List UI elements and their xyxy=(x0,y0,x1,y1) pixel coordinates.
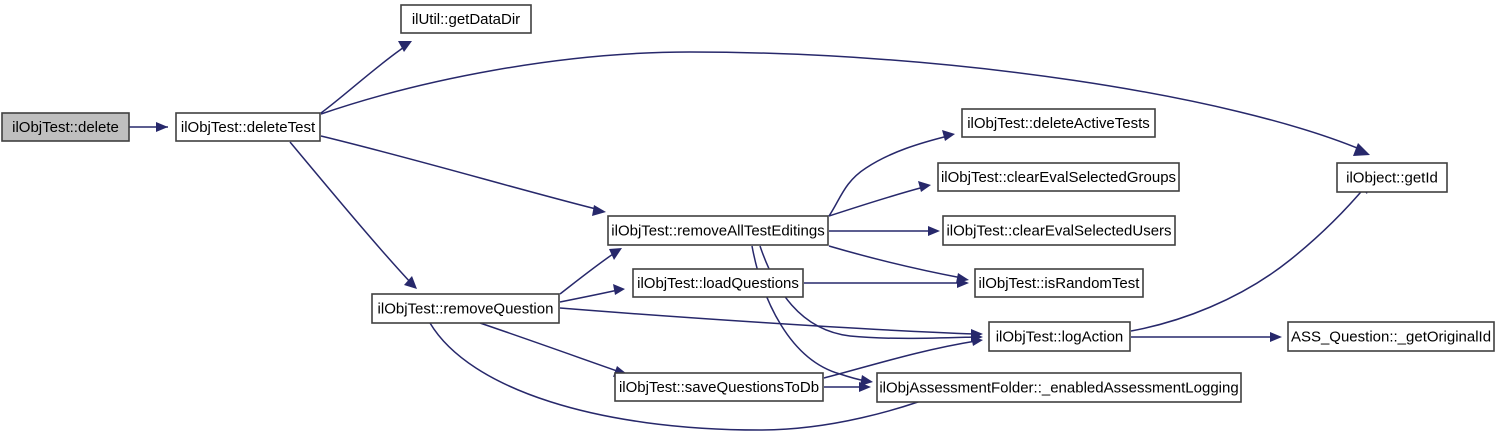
graph-node-clearEvalSelectedUsers[interactable]: ilObjTest::clearEvalSelectedUsers xyxy=(942,215,1176,246)
node-box-clearEvalSelectedGroups[interactable] xyxy=(937,162,1180,192)
node-box-getOriginalId[interactable] xyxy=(1287,321,1495,352)
edge-deleteTest-to-getDataDir xyxy=(320,43,409,114)
edge-removeQuestion-to-removeAllTestEditings xyxy=(559,251,617,295)
node-box-clearEvalSelectedUsers[interactable] xyxy=(942,215,1176,246)
node-box-isRandomTest[interactable] xyxy=(974,268,1144,298)
node-label-deleteTest: ilObjTest::deleteTest xyxy=(181,119,316,136)
arrowhead-icon xyxy=(609,248,622,260)
edge-removeAllTestEditings-to-clearEvalSelectedGroups xyxy=(828,186,925,217)
arrowhead-icon xyxy=(156,122,168,132)
node-label-deleteActiveTests: ilObjTest::deleteActiveTests xyxy=(967,115,1150,132)
arrowhead-icon xyxy=(592,205,606,216)
node-label-logAction: ilObjTest::logAction xyxy=(996,328,1124,345)
node-box-getId[interactable] xyxy=(1336,162,1448,193)
arrowhead-icon xyxy=(928,226,940,236)
graph-node-getId[interactable]: ilObject::getId xyxy=(1336,162,1448,193)
arrowhead-icon xyxy=(398,41,412,52)
arrowhead-icon xyxy=(860,375,873,386)
node-label-isRandomTest: ilObjTest::isRandomTest xyxy=(979,275,1141,292)
graph-node-isRandomTest[interactable]: ilObjTest::isRandomTest xyxy=(974,268,1144,298)
node-box-logAction[interactable] xyxy=(988,321,1131,352)
node-box-deleteTest[interactable] xyxy=(175,112,321,142)
arrowhead-icon xyxy=(971,336,983,346)
arrowhead-icon xyxy=(613,284,625,295)
node-box-removeQuestion[interactable] xyxy=(371,293,560,324)
node-box-removeAllTestEditings[interactable] xyxy=(607,215,829,246)
node-label-loadQuestions: ilObjTest::loadQuestions xyxy=(637,275,799,292)
node-label-clearEvalSelectedGroups: ilObjTest::clearEvalSelectedGroups xyxy=(941,169,1176,186)
edge-saveQuestionsToDb-to-logAction xyxy=(823,340,977,379)
arrowhead-icon xyxy=(918,181,931,192)
edge-removeQuestion-to-logAction xyxy=(559,307,977,335)
node-label-getDataDir: ilUtil::getDataDir xyxy=(412,11,520,28)
edge-removeAllTestEditings-to-isRandomTest xyxy=(828,245,963,279)
graph-node-deleteTest[interactable]: ilObjTest::deleteTest xyxy=(175,112,321,142)
node-box-deleteActiveTests[interactable] xyxy=(961,108,1156,138)
edge-logAction-to-getId xyxy=(1130,185,1367,332)
graph-node-removeAllTestEditings[interactable]: ilObjTest::removeAllTestEditings xyxy=(607,215,829,246)
node-label-getOriginalId: ASS_Question::_getOriginalId xyxy=(1291,328,1491,345)
edge-removeAllTestEditings-to-deleteActiveTests xyxy=(828,135,949,217)
arrowhead-icon xyxy=(404,276,417,289)
graph-node-saveQuestionsToDb[interactable]: ilObjTest::saveQuestionsToDb xyxy=(614,372,824,402)
node-box-getDataDir[interactable] xyxy=(400,4,532,34)
graph-node-clearEvalSelectedGroups[interactable]: ilObjTest::clearEvalSelectedGroups xyxy=(937,162,1180,192)
arrowhead-icon xyxy=(859,382,871,392)
edge-deleteTest-to-removeAllTestEditings xyxy=(320,135,601,211)
edge-deleteTest-to-removeQuestion xyxy=(289,141,413,285)
graph-node-enabledAssessmentLogging[interactable]: ilObjAssessmentFolder::_enabledAssessmen… xyxy=(876,372,1242,403)
edge-removeAllTestEditings-to-enabledAssessmentLogging xyxy=(751,245,867,382)
graph-node-logAction[interactable]: ilObjTest::logAction xyxy=(988,321,1131,352)
arrowhead-icon xyxy=(942,130,955,141)
edge-removeQuestion-to-saveQuestionsToDb xyxy=(479,322,621,373)
graph-node-removeQuestion[interactable]: ilObjTest::removeQuestion xyxy=(371,293,560,324)
graph-node-getDataDir[interactable]: ilUtil::getDataDir xyxy=(400,4,532,34)
arrowhead-icon xyxy=(957,278,969,288)
node-label-removeQuestion: ilObjTest::removeQuestion xyxy=(378,300,554,317)
node-label-saveQuestionsToDb: ilObjTest::saveQuestionsToDb xyxy=(619,379,819,396)
node-label-removeAllTestEditings: ilObjTest::removeAllTestEditings xyxy=(611,222,824,239)
arrowhead-icon xyxy=(1270,332,1282,342)
arrowhead-icon xyxy=(1353,143,1370,156)
node-label-delete: ilObjTest::delete xyxy=(12,119,119,136)
edge-deleteTest-to-getId xyxy=(320,51,1363,151)
edges-layer xyxy=(129,41,1371,431)
node-box-delete[interactable] xyxy=(1,112,130,142)
node-label-enabledAssessmentLogging: ilObjAssessmentFolder::_enabledAssessmen… xyxy=(879,379,1238,396)
node-box-loadQuestions[interactable] xyxy=(632,268,804,298)
graph-node-loadQuestions[interactable]: ilObjTest::loadQuestions xyxy=(632,268,804,298)
graph-node-deleteActiveTests[interactable]: ilObjTest::deleteActiveTests xyxy=(961,108,1156,138)
graph-node-getOriginalId[interactable]: ASS_Question::_getOriginalId xyxy=(1287,321,1495,352)
node-label-clearEvalSelectedUsers: ilObjTest::clearEvalSelectedUsers xyxy=(946,222,1171,239)
node-box-saveQuestionsToDb[interactable] xyxy=(614,372,824,402)
node-label-getId: ilObject::getId xyxy=(1346,169,1438,186)
edge-removeQuestion-to-enabledAssessmentLogging xyxy=(429,322,946,431)
edge-removeQuestion-to-loadQuestions xyxy=(559,289,619,303)
graph-node-delete[interactable]: ilObjTest::delete xyxy=(1,112,130,142)
arrowhead-icon xyxy=(971,329,983,339)
node-box-enabledAssessmentLogging[interactable] xyxy=(876,372,1242,403)
